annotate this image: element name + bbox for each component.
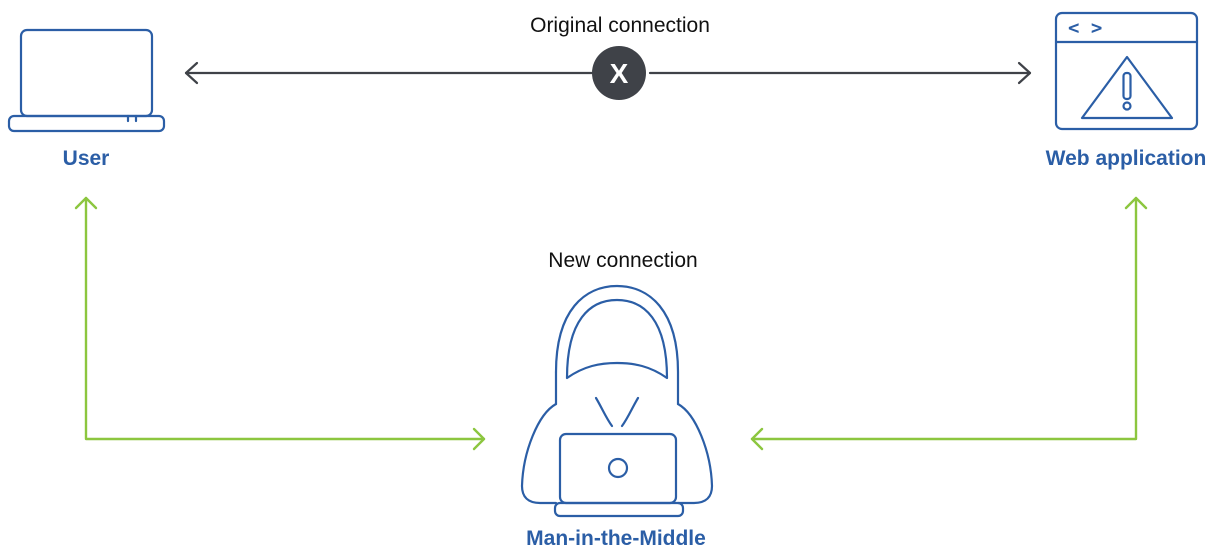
web-application-label: Web application [1045,147,1207,170]
hood-fold-left [594,396,614,428]
arrowhead-up-right [1124,196,1148,210]
laptop-base [7,114,166,133]
arrowhead-up-left [74,196,98,210]
arrowhead-right [1017,61,1032,85]
hacker-laptop-screen [558,432,678,505]
original-connection [184,61,1032,85]
laptop-icon [7,28,166,133]
warning-exclamation-dot [1122,101,1132,111]
browser-window [1054,11,1199,131]
man-in-the-middle-label: Man-in-the-Middle [526,527,706,550]
blocked-circle [592,46,646,100]
original-connection-label: Original connection [530,14,710,37]
new-connection-label: New connection [548,249,698,272]
hacker-laptop-base [553,501,685,518]
hooded-hacker-icon [520,284,714,518]
arrowhead-left [184,61,199,85]
laptop-screen [19,28,154,118]
new-connection [74,196,1148,451]
hood-fold-right [620,396,640,428]
body-outline-left [520,402,558,505]
hood-outline [554,284,680,406]
arrowhead-right-to-attacker [472,427,486,451]
warning-triangle-icon [1080,55,1174,120]
new-connection-path-right [750,196,1138,441]
body-outline-right [676,402,714,505]
user-label: User [62,147,110,170]
hood-face-opening [565,298,669,380]
blocked-badge: X [592,46,646,100]
browser-warning-icon [1054,11,1199,131]
code-brackets-icon: < > [1068,17,1102,39]
warning-exclamation-bar [1122,71,1132,101]
hacker-laptop-logo [607,457,629,479]
arrowhead-left-to-attacker [750,427,764,451]
blocked-x-icon: X [610,58,629,89]
new-connection-path-left [84,196,486,441]
